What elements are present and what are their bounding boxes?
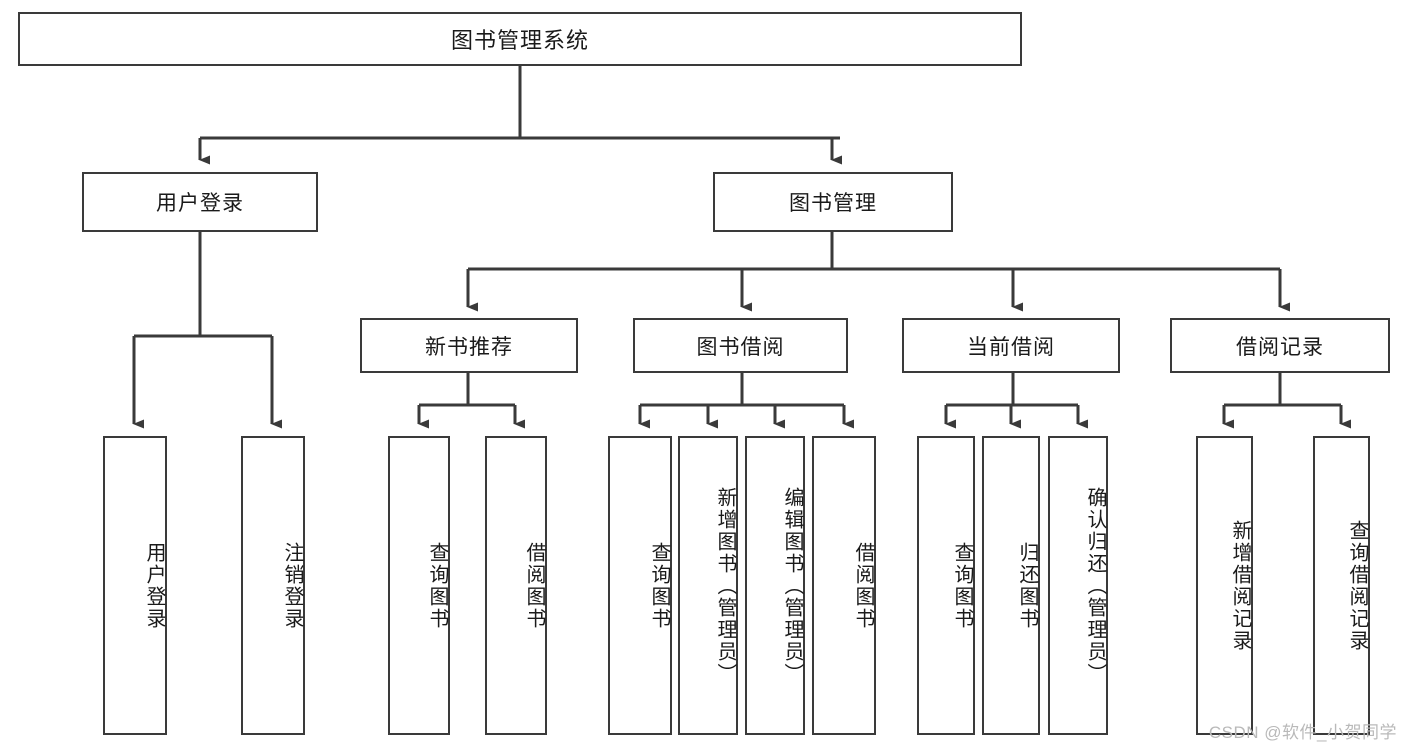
leaf-user-login-label: 用户登录 [143,541,165,630]
leaf-record-add[interactable]: 新增借阅记录 [1196,436,1253,735]
node-user-login-label: 用户登录 [156,192,244,215]
node-book-borrow[interactable]: 图书借阅 [633,318,848,373]
leaf-current-return-book-label: 归还图书 [1016,541,1038,630]
leaf-current-confirm-return-label: 确认归还（管理员） [1084,486,1106,685]
node-current-borrow[interactable]: 当前借阅 [902,318,1120,373]
leaf-record-add-label: 新增借阅记录 [1229,519,1251,652]
node-book-management-label: 图书管理 [789,192,877,215]
leaf-borrow-add-book-label: 新增图书（管理员） [714,486,736,685]
node-user-login[interactable]: 用户登录 [82,172,318,232]
node-new-book-recommend[interactable]: 新书推荐 [360,318,578,373]
leaf-recommend-query-book[interactable]: 查询图书 [388,436,450,735]
leaf-logout[interactable]: 注销登录 [241,436,305,735]
leaf-record-query-label: 查询借阅记录 [1346,519,1368,652]
leaf-borrow-query-book[interactable]: 查询图书 [608,436,672,735]
leaf-borrow-add-book[interactable]: 新增图书（管理员） [678,436,738,735]
leaf-borrow-edit-book-label: 编辑图书（管理员） [781,486,803,685]
leaf-recommend-query-book-label: 查询图书 [426,541,448,630]
leaf-user-login[interactable]: 用户登录 [103,436,167,735]
leaf-borrow-borrow-book[interactable]: 借阅图书 [812,436,876,735]
leaf-borrow-query-book-label: 查询图书 [648,541,670,630]
leaf-logout-label: 注销登录 [281,541,303,630]
leaf-recommend-borrow-book-label: 借阅图书 [523,541,545,630]
node-book-management[interactable]: 图书管理 [713,172,953,232]
watermark-text: CSDN @软件_小贺同学 [1208,723,1397,742]
leaf-current-return-book[interactable]: 归还图书 [982,436,1040,735]
leaf-recommend-borrow-book[interactable]: 借阅图书 [485,436,547,735]
leaf-current-confirm-return[interactable]: 确认归还（管理员） [1048,436,1108,735]
leaf-record-query[interactable]: 查询借阅记录 [1313,436,1370,735]
node-root-label: 图书管理系统 [450,28,589,53]
leaf-borrow-edit-book[interactable]: 编辑图书（管理员） [745,436,805,735]
leaf-borrow-borrow-book-label: 借阅图书 [852,541,874,630]
node-root[interactable]: 图书管理系统 [18,12,1022,66]
node-new-book-recommend-label: 新书推荐 [425,335,513,359]
node-borrow-record-label: 借阅记录 [1236,335,1324,359]
node-current-borrow-label: 当前借阅 [967,335,1055,359]
node-borrow-record[interactable]: 借阅记录 [1170,318,1390,373]
leaf-current-query-book-label: 查询图书 [951,541,973,630]
node-book-borrow-label: 图书借阅 [696,335,785,359]
leaf-current-query-book[interactable]: 查询图书 [917,436,975,735]
